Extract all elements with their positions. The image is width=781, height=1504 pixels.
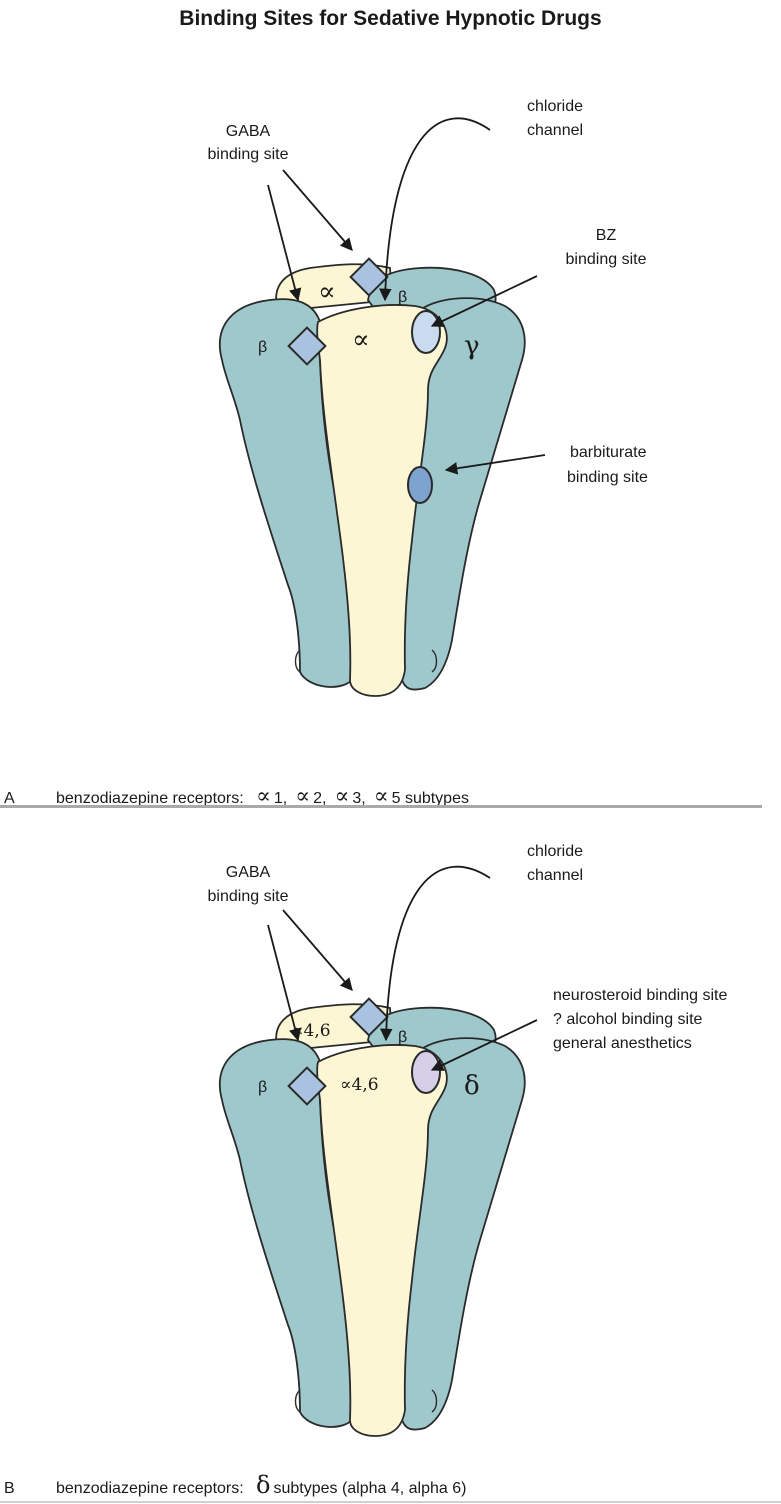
- caption-a-item-text: 3,: [352, 790, 366, 807]
- alpha-back-label: ∝: [318, 277, 336, 307]
- gamma-label: γ: [464, 331, 480, 361]
- gaba-label-b-line2: binding site: [208, 888, 289, 905]
- beta-left-label-b: β: [258, 1079, 267, 1096]
- panel-letter-b: B: [4, 1480, 15, 1497]
- neurosteroid-site: [411, 1050, 441, 1094]
- caption-a-item-text: 2,: [313, 790, 327, 807]
- caption-a-item-text: 5 subtypes: [391, 790, 469, 807]
- alpha-symbol-icon: ∝: [334, 784, 350, 809]
- alpha-symbol-icon: ∝: [373, 784, 389, 809]
- caption-a: A benzodiazepine receptors: ∝ 1, ∝ 2, ∝ …: [4, 786, 477, 810]
- caption-b: B benzodiazepine receptors: δ subtypes (…: [4, 1471, 467, 1500]
- gaba-site-front: [287, 326, 327, 366]
- neurosteroid-label-line2: ? alcohol binding site: [553, 1011, 703, 1028]
- bz-label-line1: BZ: [596, 227, 617, 244]
- gaba-site-back-b: [349, 997, 389, 1037]
- alpha-back-label-b: ∝4,6: [292, 1021, 331, 1041]
- gaba-site-back: [349, 257, 389, 297]
- chloride-label-b-line1: chloride: [527, 843, 583, 860]
- barbiturate-site: [407, 466, 433, 504]
- chloride-label-a-line1: chloride: [527, 98, 583, 115]
- panel-a-arrows: [267, 117, 546, 475]
- caption-a-prefix: benzodiazepine receptors:: [56, 790, 244, 807]
- alpha-front-label-b: ∝4,6: [340, 1075, 379, 1095]
- alpha-symbol-icon: ∝: [295, 784, 311, 809]
- panel-b-arrows: [267, 865, 538, 1071]
- neurosteroid-label-line1: neurosteroid binding site: [553, 987, 727, 1004]
- caption-a-item: ∝ 3,: [334, 786, 365, 810]
- alpha-symbol-icon: ∝: [256, 784, 271, 809]
- beta-left-label: β: [258, 339, 267, 356]
- caption-b-prefix: benzodiazepine receptors:: [56, 1480, 244, 1497]
- bz-site: [411, 310, 441, 354]
- barbiturate-label-line2: binding site: [567, 469, 648, 486]
- beta-back-label: β: [398, 289, 407, 306]
- panel-divider: [0, 805, 762, 808]
- barbiturate-label-line1: barbiturate: [570, 444, 647, 461]
- delta-label: δ: [464, 1071, 480, 1101]
- chloride-label-a-line2: channel: [527, 122, 583, 139]
- panel-letter-a: A: [4, 790, 15, 807]
- gaba-label-b-line1: GABA: [226, 864, 271, 881]
- gaba-site-front-b: [287, 1066, 327, 1106]
- delta-symbol-icon: δ: [256, 1471, 271, 1499]
- bottom-rule: [0, 1501, 781, 1503]
- alpha-front-subunit-b: [316, 1044, 448, 1437]
- gaba-label-a-line2: binding site: [208, 146, 289, 163]
- gaba-label-a-line1: GABA: [226, 123, 271, 140]
- neurosteroid-label-line3: general anesthetics: [553, 1035, 692, 1052]
- caption-a-item: ∝ 5 subtypes: [374, 786, 469, 810]
- alpha-front-subunit: [316, 304, 448, 697]
- alpha-front-label: ∝: [352, 325, 370, 355]
- caption-b-text: subtypes (alpha 4, alpha 6): [273, 1480, 467, 1497]
- figure-title: Binding Sites for Sedative Hypnotic Drug…: [179, 7, 602, 30]
- caption-a-item-text: 1,: [273, 790, 288, 807]
- caption-a-item: ∝ 1,: [256, 786, 287, 810]
- beta-back-label-b: β: [398, 1029, 407, 1046]
- panel-b-receptor: β β ∝4,6 ∝4,6 δ: [218, 997, 526, 1437]
- panel-a-receptor: β β ∝ ∝ γ: [218, 257, 526, 697]
- chloride-label-b-line2: channel: [527, 867, 583, 884]
- caption-a-item: ∝ 2,: [295, 786, 326, 810]
- bz-label-line2: binding site: [566, 251, 647, 268]
